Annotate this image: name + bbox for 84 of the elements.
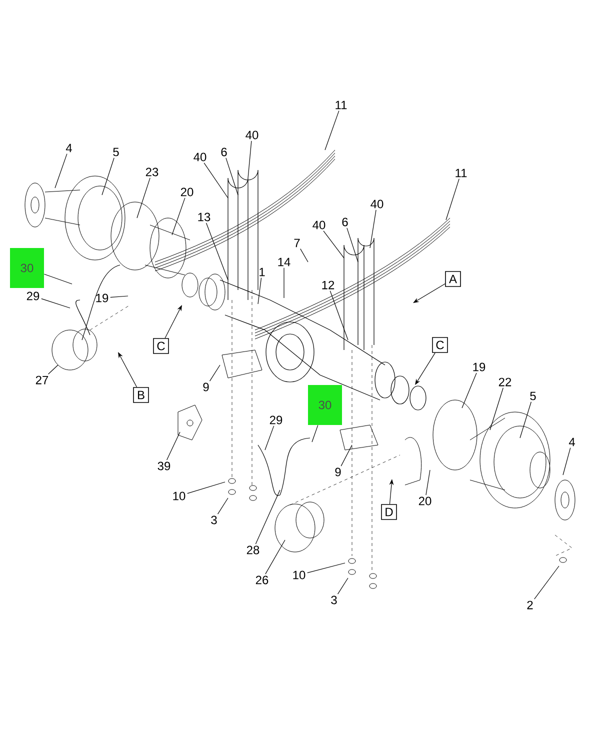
leader-line — [265, 540, 286, 574]
view-letter-box: D — [381, 504, 397, 520]
callout-number: 40 — [194, 152, 206, 162]
view-arrow — [164, 305, 182, 338]
leader-line — [264, 426, 274, 450]
callout-number: 3 — [331, 596, 337, 604]
callout-number: 40 — [370, 200, 384, 208]
callout-number: 23 — [146, 168, 158, 176]
callout-number: 40 — [246, 130, 258, 140]
callout-number: 6 — [342, 218, 348, 226]
view-arrow — [413, 283, 446, 303]
callout-number: 13 — [198, 212, 210, 222]
callout-number: 26 — [256, 576, 268, 584]
leader-line — [226, 158, 238, 196]
leader-line — [172, 198, 186, 236]
leader-line — [136, 178, 150, 218]
callout-number: 10 — [293, 570, 306, 580]
leader-line — [323, 230, 344, 258]
callout-number: 2 — [527, 600, 533, 610]
leader-line — [534, 566, 560, 600]
callout-number: 22 — [498, 378, 512, 386]
leader-line — [562, 448, 571, 476]
callout-number: 3 — [211, 516, 217, 524]
callout-number: 1 — [260, 268, 265, 276]
leader-line — [54, 154, 68, 188]
callout-number: 19 — [473, 362, 486, 372]
callout-number: 10 — [173, 492, 186, 500]
leader-line — [204, 162, 228, 198]
leader-line — [426, 470, 430, 496]
leader-line — [248, 140, 252, 178]
callout-number: 5 — [113, 148, 119, 156]
leader-line — [490, 388, 504, 430]
leader-line — [44, 274, 72, 284]
leader-line — [110, 296, 128, 298]
leader-line — [312, 424, 318, 442]
leader-line — [258, 278, 262, 304]
leader-line — [446, 178, 460, 220]
view-letter-box: C — [432, 337, 448, 353]
view-letter-box: C — [153, 338, 169, 354]
callout-number: 39 — [158, 462, 170, 470]
callout-number: 20 — [180, 188, 194, 196]
callout-number: 9 — [335, 468, 341, 476]
callout-number: 12 — [322, 280, 334, 290]
callout-number: 14 — [278, 258, 290, 266]
leader-line — [307, 562, 346, 574]
leader-line — [187, 482, 226, 494]
leader-line — [462, 372, 477, 408]
leader-line — [206, 222, 228, 280]
callout-highlight-box: 30 — [10, 248, 44, 288]
leader-line — [520, 402, 532, 438]
callout-number: 29 — [270, 416, 282, 424]
leader-line — [330, 290, 348, 340]
callout-number: 20 — [418, 496, 432, 506]
leader-line — [102, 158, 114, 196]
callout-highlight-box: 30 — [308, 385, 342, 425]
leader-line — [209, 364, 220, 382]
leader-line — [41, 298, 70, 308]
callout-number: 9 — [203, 382, 209, 392]
leader-line — [370, 210, 376, 248]
view-arrow — [118, 352, 138, 388]
callout-number: 19 — [96, 294, 108, 302]
callout-number: 6 — [221, 148, 227, 156]
leader-line — [166, 432, 180, 460]
view-letter-box: A — [445, 271, 461, 287]
callout-number: 27 — [36, 376, 48, 384]
callout-number: 29 — [26, 292, 40, 300]
leader-line — [346, 228, 358, 262]
leader-line — [324, 110, 340, 150]
leader-line — [48, 364, 58, 374]
callout-number: 7 — [294, 238, 300, 248]
callout-number: 40 — [312, 220, 326, 230]
leader-line — [337, 578, 348, 594]
leader-line — [300, 248, 308, 262]
leader-line — [340, 444, 352, 466]
view-arrow — [415, 352, 436, 385]
callout-number: 11 — [456, 168, 467, 178]
leader-line — [255, 490, 280, 544]
leader-line — [217, 498, 228, 514]
callout-number: 28 — [246, 546, 260, 554]
view-letter-box: B — [133, 387, 149, 403]
callout-number: 4 — [568, 438, 575, 446]
callout-number: 11 — [336, 100, 347, 110]
callout-number: 4 — [66, 144, 72, 152]
callout-number: 5 — [530, 392, 536, 400]
